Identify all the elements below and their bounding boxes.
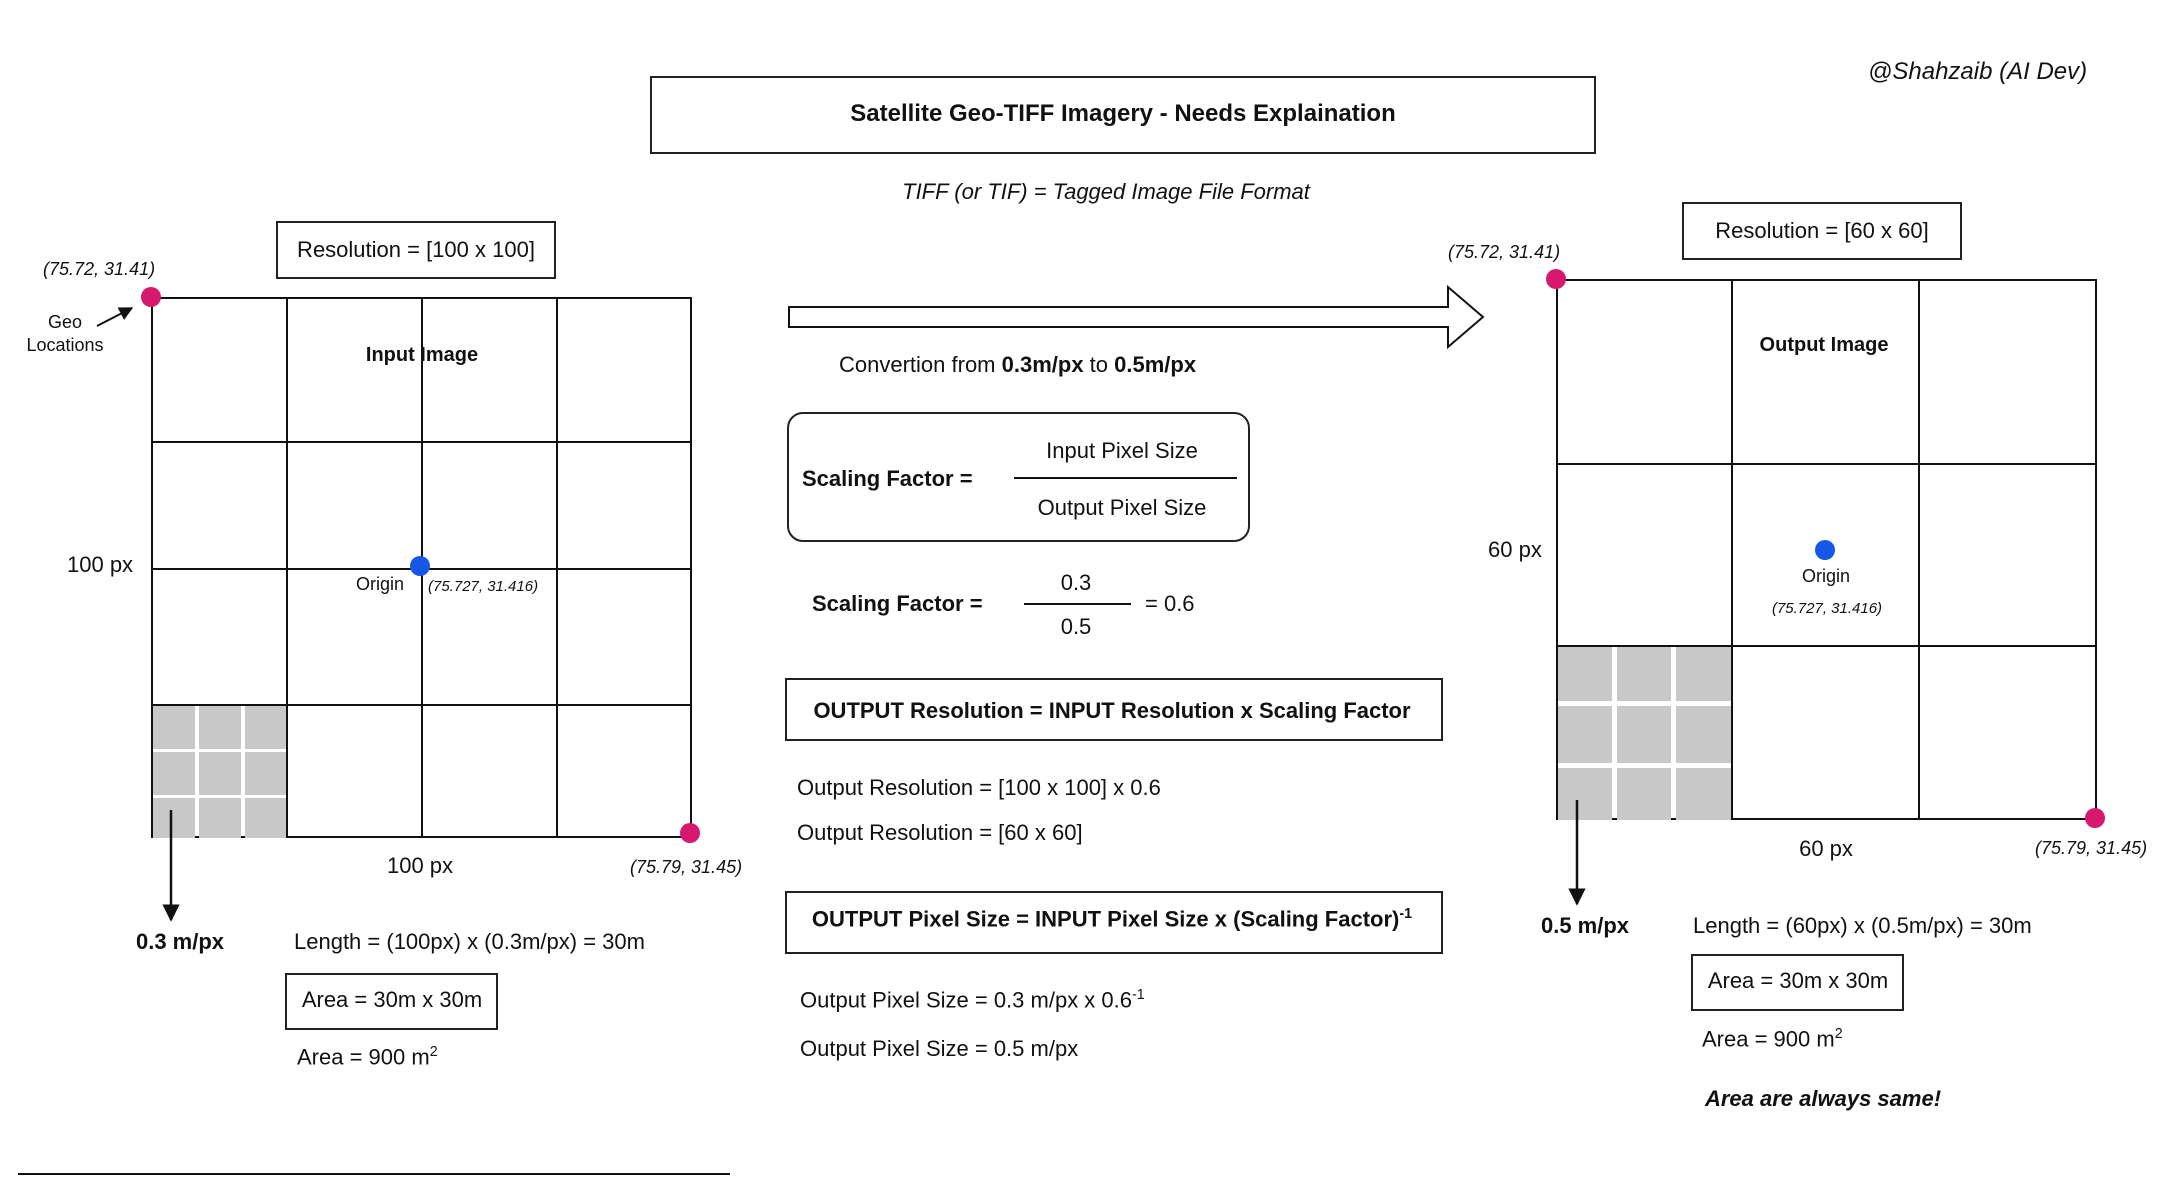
conversion-arrow-icon [788,284,1485,350]
pixel-size-formula: OUTPUT Pixel Size = INPUT Pixel Size x (… [811,906,1413,932]
input-area-formula: Area = 30m x 30m [301,987,483,1012]
input-resolution-box [276,221,556,279]
output-pixel-size: 0.5 m/px [1540,913,1630,938]
input-image-label: Input Image [365,344,479,366]
pixel-cell [153,706,195,749]
fraction-bar [1024,603,1131,605]
output-bottom-px: 60 px [1799,836,1853,861]
pixel-cell [1558,706,1612,763]
scaling-factor-label: Scaling Factor = [802,466,973,491]
scaling-factor-calc-result: = 0.6 [1145,591,1195,616]
input-bottom-right-geo-point [680,823,700,843]
output-resolution-box [1682,202,1962,260]
output-image-label: Output Image [1759,334,1889,356]
resolution-formula: OUTPUT Resolution = INPUT Resolution x S… [813,698,1411,723]
input-area-box [285,973,498,1030]
pixel-cell [199,706,241,749]
pixel-cell [199,752,241,795]
resolution-calc-1: Output Resolution = [100 x 100] x 0.6 [797,775,1161,800]
output-origin-label: Origin [1801,566,1851,586]
input-bottom-px: 100 px [386,853,454,878]
pixel-size-calc-2: Output Pixel Size = 0.5 m/px [800,1036,1079,1061]
page-title: Satellite Geo-TIFF Imagery - Needs Expla… [850,100,1396,127]
output-length: Length = (60px) x (0.5m/px) = 30m [1693,913,2032,938]
input-resolution: Resolution = [100 x 100] [297,237,535,262]
grid-line [1558,645,2095,647]
grid-line [1918,281,1920,818]
input-top-left-geo-point [141,287,161,307]
pixel-size-formula-box [785,891,1443,954]
pixel-cell [245,752,286,795]
input-origin-point [410,556,430,576]
output-origin-point [1815,540,1835,560]
scaling-factor-numerator: Input Pixel Size [1046,438,1198,463]
grid-line [1558,463,2095,465]
pixel-cell [1617,647,1671,701]
grid-line [1731,281,1733,818]
pixel-cell [245,706,286,749]
pixel-cell [153,752,195,795]
input-top-left-coord: (75.72, 31.41) [43,259,156,279]
pixel-cell [153,798,195,838]
subtitle: TIFF (or TIF) = Tagged Image File Format [902,179,1310,204]
output-bottom-right-coord: (75.79, 31.45) [2035,838,2148,858]
pixel-cell [1676,647,1731,701]
pixel-cell [1617,768,1671,820]
geo-locations-label: Geo [47,312,83,332]
pixel-cell [1676,768,1731,820]
output-image-grid [1556,279,2097,820]
fraction-bar [1014,477,1237,479]
scaling-factor-calc-denominator: 0.5 [1060,614,1092,639]
author-credit: @Shahzaib (AI Dev) [1868,58,2088,85]
output-area-formula: Area = 30m x 30m [1707,968,1889,993]
input-length: Length = (100px) x (0.3m/px) = 30m [294,929,645,954]
input-bottom-right-coord: (75.79, 31.45) [630,857,743,877]
output-resolution: Resolution = [60 x 60] [1715,218,1929,243]
output-bottom-right-geo-point [2085,808,2105,828]
output-top-left-geo-point [1546,269,1566,289]
pixel-cell [1617,706,1671,763]
pixel-cell [199,798,241,838]
pixel-cell [1558,647,1612,701]
scaling-factor-calc-numerator: 0.3 [1060,570,1092,595]
geo-locations-label-line2: Locations [26,335,104,355]
pixel-cell [1558,768,1612,820]
input-side-px: 100 px [67,552,134,577]
output-side-px: 60 px [1488,537,1542,562]
pixel-cell [245,798,286,838]
input-area-value: Area = 900 m2 [297,1044,438,1070]
scaling-factor-denominator: Output Pixel Size [1037,495,1207,520]
grid-line [556,299,558,836]
area-same-note: Area are always same! [1704,1086,1942,1111]
scaling-factor-calc-label: Scaling Factor = [812,591,983,616]
input-pixel-size: 0.3 m/px [135,929,225,954]
pixel-cell [1676,706,1731,763]
input-origin-label: Origin [356,574,405,594]
title-box [650,76,1596,154]
conversion-text: Convertion from 0.3m/px to 0.5m/px [839,352,1197,377]
output-area-box [1691,954,1904,1011]
input-origin-coord: (75.727, 31.416) [428,578,539,595]
resolution-calc-2: Output Resolution = [60 x 60] [797,820,1083,845]
output-area-value: Area = 900 m2 [1702,1026,1843,1052]
grid-line [153,441,690,443]
resolution-formula-box [785,678,1443,741]
pixel-size-calc-1: Output Pixel Size = 0.3 m/px x 0.6-1 [800,987,1145,1013]
geo-location-arrow [96,307,134,327]
footer-divider [18,1173,730,1175]
scaling-factor-box [787,412,1250,542]
output-top-left-coord: (75.72, 31.41) [1448,242,1561,262]
grid-line [153,704,690,706]
output-origin-coord: (75.727, 31.416) [1771,600,1883,617]
grid-line [286,299,288,836]
